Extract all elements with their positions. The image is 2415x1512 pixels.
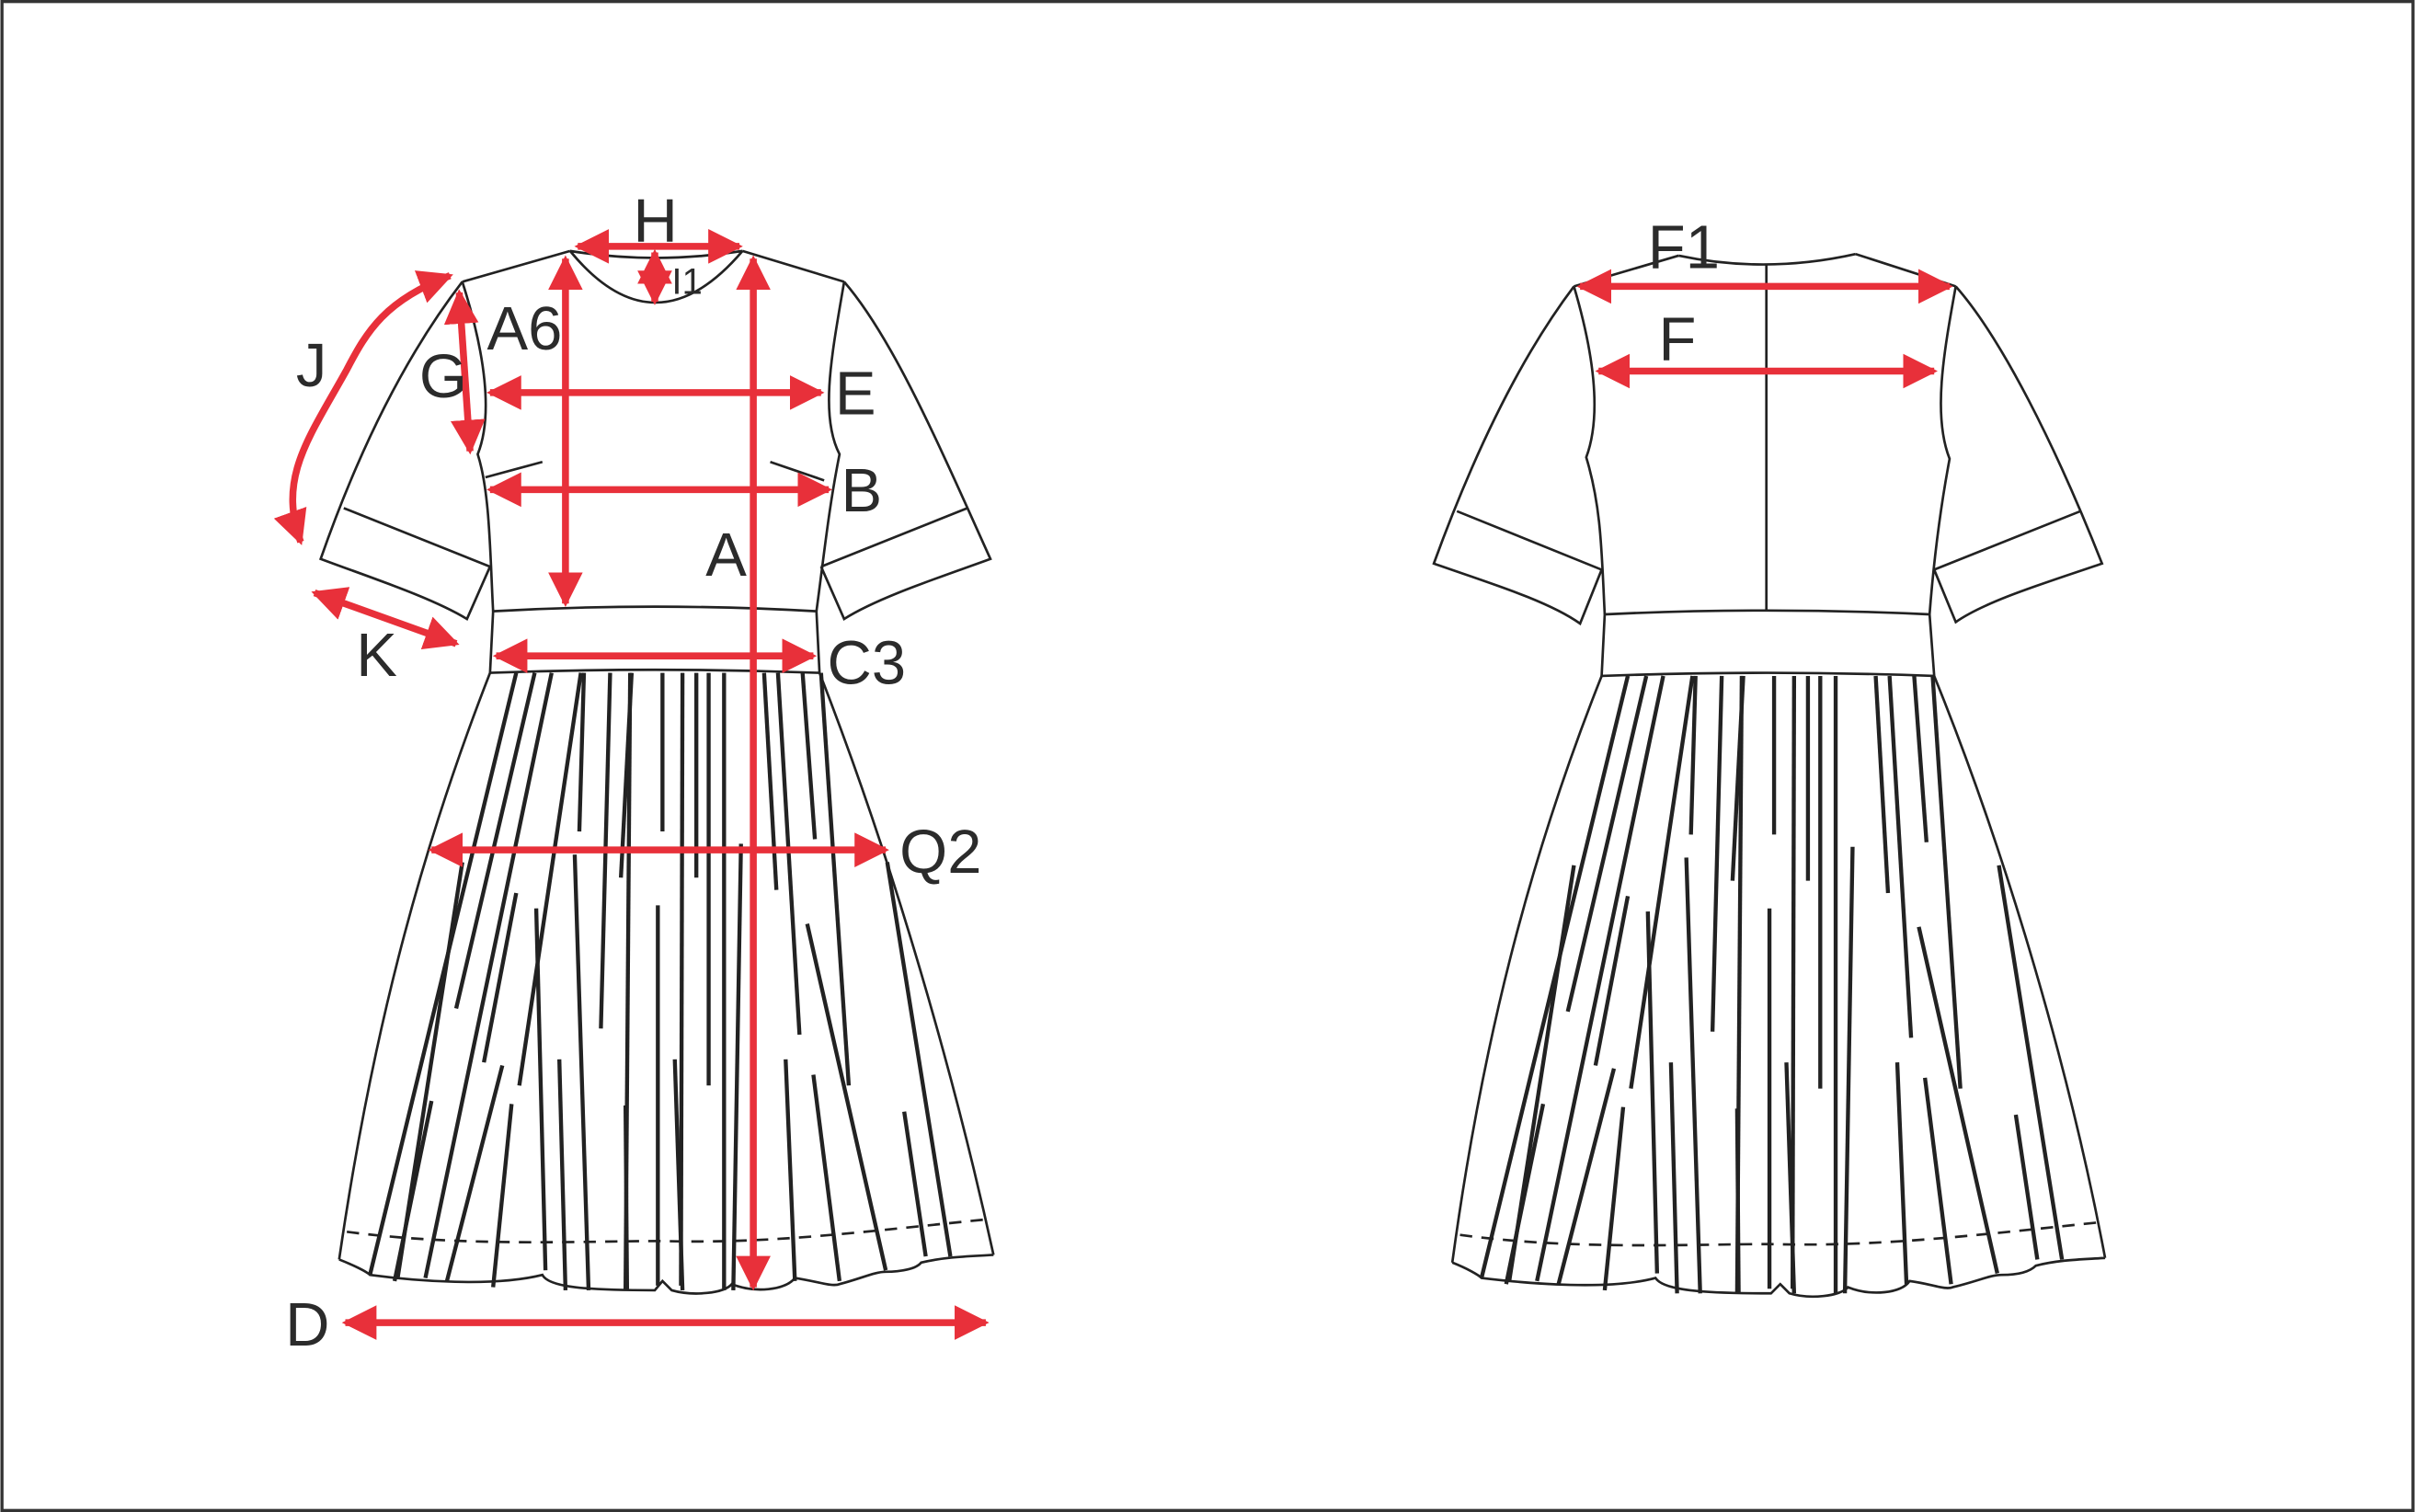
pleat-line xyxy=(533,908,548,1271)
pleat-line xyxy=(1784,1062,1797,1294)
pleat-line xyxy=(1629,675,1695,1089)
pleat-line xyxy=(1645,911,1660,1274)
pleat-line xyxy=(423,672,554,1278)
pleat-line xyxy=(672,1059,685,1290)
pleat-line xyxy=(1894,1062,1909,1285)
pleat-line xyxy=(517,672,583,1086)
pleat-line xyxy=(1922,1077,1953,1285)
pleat-line xyxy=(1504,1103,1546,1285)
pleat-line xyxy=(2013,1114,2040,1260)
pleat-line xyxy=(1930,675,1963,1089)
pleat-line xyxy=(1842,846,1855,1294)
label-c3: C3 xyxy=(827,628,906,697)
pleat-line xyxy=(1997,865,2065,1260)
back-dress xyxy=(1432,252,2107,1299)
pleat-line xyxy=(1535,675,1665,1282)
pleat-line xyxy=(805,922,888,1271)
label-g: G xyxy=(419,342,467,411)
pleat-line xyxy=(1734,1108,1741,1294)
pleat-line xyxy=(800,672,818,840)
pleat-line xyxy=(577,672,587,832)
pleat-line xyxy=(1710,675,1724,1032)
pleat-line xyxy=(572,854,591,1290)
label-k: K xyxy=(356,621,397,690)
pleat-line xyxy=(784,1059,797,1281)
back-right-sleeve xyxy=(1932,285,2104,624)
label-h: H xyxy=(634,187,678,256)
pleat-line xyxy=(902,1111,928,1257)
pleat-line xyxy=(885,862,953,1257)
pleat-line xyxy=(1556,1068,1617,1285)
pleat-line xyxy=(1602,1106,1626,1291)
pleat-line xyxy=(444,1064,505,1282)
measure-arrow-k xyxy=(311,587,460,650)
label-f: F xyxy=(1659,305,1697,374)
pleat-line xyxy=(1684,857,1702,1294)
pleat-line xyxy=(1668,1062,1679,1294)
label-j: J xyxy=(296,331,326,400)
pleat-line xyxy=(811,1074,842,1282)
pleat-line xyxy=(624,1105,630,1290)
pleat-line xyxy=(1790,675,1797,1289)
label-e: E xyxy=(835,359,876,428)
label-q2: Q2 xyxy=(899,818,981,887)
back-left-sleeve xyxy=(1432,285,1603,626)
front-measurements xyxy=(273,229,990,1340)
pleat-line xyxy=(491,1104,514,1288)
label-a6: A6 xyxy=(487,294,563,363)
back-measurements xyxy=(1576,269,1953,389)
pleat-line xyxy=(1688,675,1698,835)
pleat-line xyxy=(679,672,685,1286)
front-right-sleeve xyxy=(819,281,992,621)
pleat-line xyxy=(1887,675,1914,1038)
label-f1: F1 xyxy=(1648,212,1720,281)
back-pleats xyxy=(1479,675,2065,1294)
pleat-line xyxy=(818,672,852,1086)
back-neckline xyxy=(1678,252,1857,266)
back-bodice xyxy=(1573,264,1957,615)
pleat-line xyxy=(557,1059,568,1290)
pleat-line xyxy=(1917,926,1999,1274)
label-d: D xyxy=(285,1290,329,1359)
pleat-line xyxy=(1912,675,1929,842)
label-a: A xyxy=(705,521,747,590)
pleat-line xyxy=(1565,675,1649,1013)
back-skirt-outline xyxy=(1450,675,2107,1299)
pleat-line xyxy=(1593,895,1631,1066)
pleat-line xyxy=(1873,675,1891,894)
label-i1: I1 xyxy=(671,261,703,303)
measure-arrow-j xyxy=(273,270,453,545)
pleat-line xyxy=(392,1100,434,1282)
pleat-line xyxy=(482,892,519,1063)
measure-arrow-g xyxy=(443,289,486,455)
label-b: B xyxy=(841,456,883,525)
